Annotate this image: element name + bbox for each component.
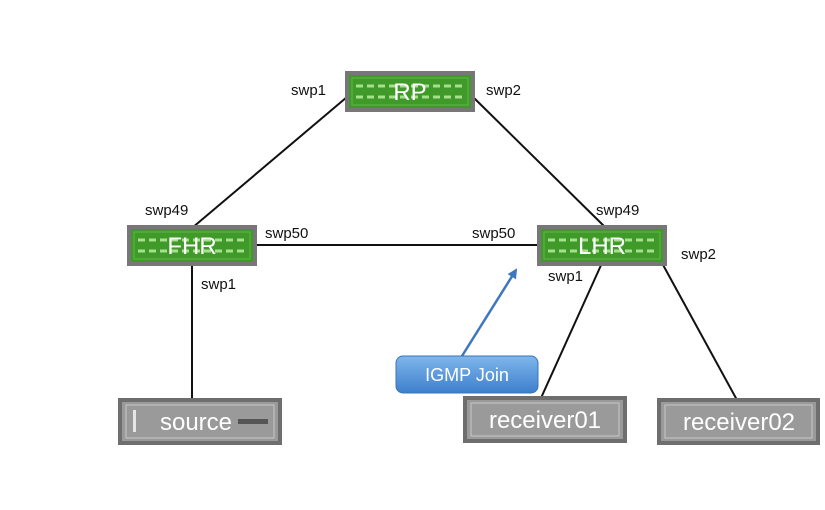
host-slot-icon bbox=[238, 419, 268, 424]
link-rp-fhr bbox=[191, 96, 348, 229]
switch-rp[interactable]: RP bbox=[345, 71, 475, 112]
host-slot-icon bbox=[133, 410, 136, 432]
port-labels: swp1 swp2 swp49 swp50 swp1 swp49 swp50 s… bbox=[145, 82, 716, 293]
arrow-icon bbox=[460, 268, 518, 357]
port-label-lhr-swp1: swp1 bbox=[548, 268, 583, 285]
links bbox=[191, 96, 738, 401]
switch-lhr-label: LHR bbox=[578, 233, 626, 260]
host-source-label: source bbox=[160, 409, 232, 436]
igmp-join-callout: IGMP Join bbox=[395, 268, 539, 394]
host-source[interactable]: source bbox=[118, 398, 282, 445]
link-lhr-receiver01 bbox=[540, 262, 603, 399]
port-label-fhr-swp50: swp50 bbox=[265, 225, 308, 242]
host-receiver01-label: receiver01 bbox=[489, 407, 601, 434]
host-receiver01[interactable]: receiver01 bbox=[463, 396, 627, 443]
switch-rp-label: RP bbox=[393, 79, 426, 106]
port-label-rp-swp1: swp1 bbox=[291, 82, 326, 99]
port-label-fhr-swp1: swp1 bbox=[201, 276, 236, 293]
switch-fhr-label: FHR bbox=[167, 233, 216, 260]
host-receiver02[interactable]: receiver02 bbox=[657, 398, 820, 445]
switch-fhr[interactable]: FHR bbox=[127, 225, 257, 266]
host-receiver02-label: receiver02 bbox=[683, 409, 795, 436]
link-rp-lhr bbox=[472, 96, 607, 229]
port-label-fhr-swp49: swp49 bbox=[145, 202, 188, 219]
switch-lhr[interactable]: LHR bbox=[537, 225, 667, 266]
link-lhr-receiver02 bbox=[661, 262, 738, 401]
port-label-lhr-swp50: swp50 bbox=[472, 225, 515, 242]
port-label-lhr-swp49: swp49 bbox=[596, 202, 639, 219]
port-label-rp-swp2: swp2 bbox=[486, 82, 521, 99]
port-label-lhr-swp2: swp2 bbox=[681, 246, 716, 263]
igmp-join-label: IGMP Join bbox=[425, 365, 509, 385]
